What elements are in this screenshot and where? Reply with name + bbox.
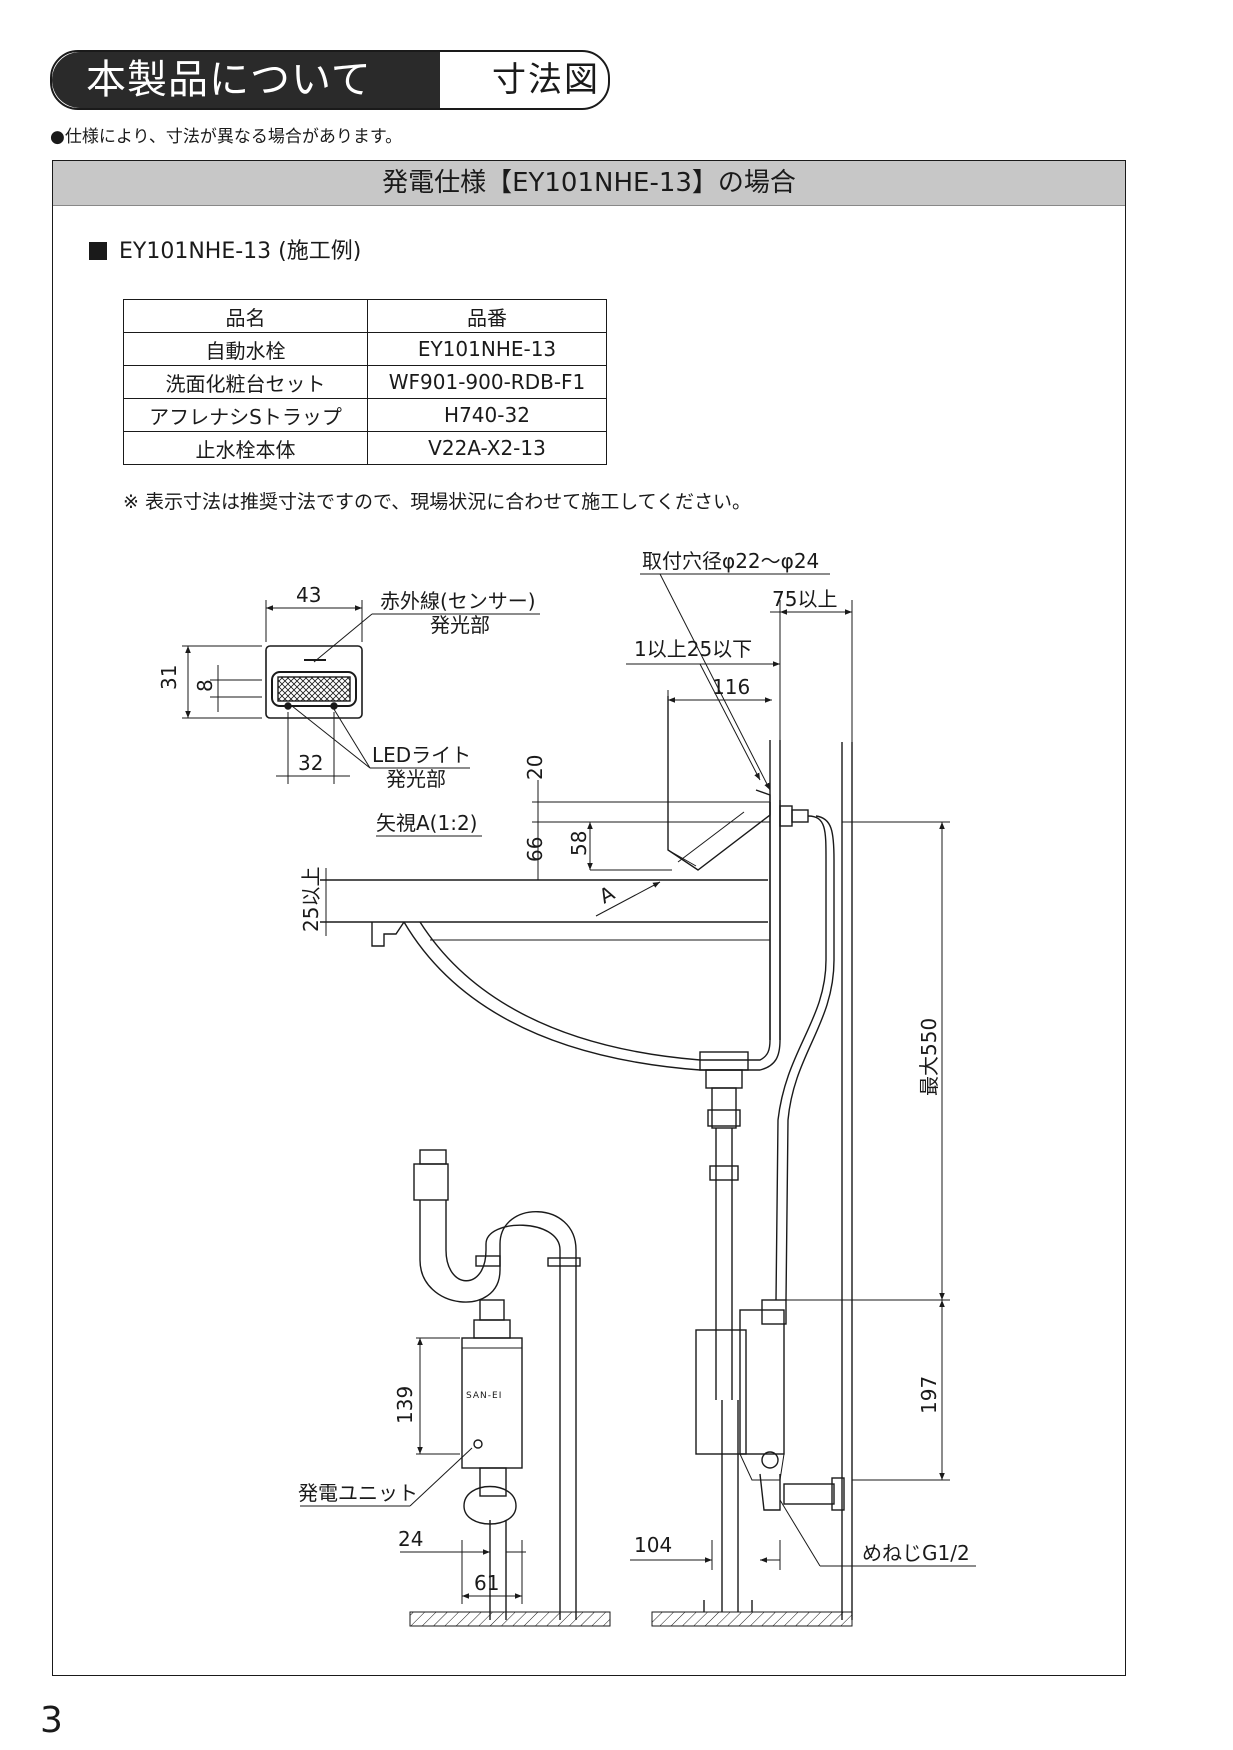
dim-8: 8 [193, 679, 217, 692]
dim-139: 139 [393, 1386, 417, 1424]
header-pill: 本製品について 寸法図 [50, 50, 610, 110]
table-cell: アフレナシSトラップ [123, 398, 368, 432]
dim-58: 58 [567, 831, 591, 856]
parts-table: 品名 品番 自動水栓 EY101NHE-13 洗面化粧台セット WF901-90… [123, 299, 607, 465]
basin-section [320, 696, 853, 1627]
section-title: EY101NHE-13 (施工例) [89, 233, 361, 265]
table-cell: H740-32 [367, 398, 607, 432]
table-row: 止水栓本体 V22A-X2-13 [123, 431, 607, 465]
dim-20: 20 [523, 755, 547, 780]
table-cell: EY101NHE-13 [367, 332, 607, 366]
dim-24: 24 [398, 1527, 423, 1551]
dim-43: 43 [296, 583, 321, 607]
dim-32: 32 [298, 751, 323, 775]
dim-61: 61 [474, 1571, 499, 1595]
label-arrow-a: A [595, 881, 619, 909]
page-title: 本製品について [52, 52, 440, 108]
label-min25: 25以上 [299, 867, 323, 932]
dim-116: 116 [712, 675, 750, 699]
table-cell: 自動水栓 [123, 332, 368, 366]
spec-note: ●仕様により、寸法が異なる場合があります。 [50, 127, 403, 147]
table-header-row: 品名 品番 [123, 299, 607, 333]
dim-31: 31 [157, 665, 181, 690]
dim-104: 104 [634, 1533, 672, 1557]
label-led: LEDライト [372, 743, 471, 767]
frame-title: 発電仕様【EY101NHE-13】の場合 [53, 161, 1125, 206]
label-max550: 最大550 [917, 1018, 941, 1096]
table-header: 品名 [123, 299, 368, 333]
label-sensor-2: 発光部 [430, 613, 490, 637]
table-row: アフレナシSトラップ H740-32 [123, 398, 607, 432]
sensor-front-view [182, 600, 540, 837]
label-hole: 取付穴径φ22〜φ24 [642, 549, 819, 573]
table-row: 洗面化粧台セット WF901-900-RDB-F1 [123, 365, 607, 399]
label-thread: めねじG1/2 [862, 1541, 970, 1565]
dimension-lines [300, 573, 976, 1604]
table-row: 自動水栓 EY101NHE-13 [123, 332, 607, 366]
dim-66: 66 [523, 837, 547, 862]
square-bullet-icon [89, 242, 107, 260]
dim-197: 197 [917, 1376, 941, 1414]
table-cell: 止水栓本体 [123, 431, 368, 465]
drawing-frame: 発電仕様【EY101NHE-13】の場合 EY101NHE-13 (施工例) 品… [52, 160, 1126, 1676]
label-generator: 発電ユニット [298, 1481, 418, 1505]
table-cell: 洗面化粧台セット [123, 365, 368, 399]
table-cell: V22A-X2-13 [367, 431, 607, 465]
remark: ※ 表示寸法は推奨寸法ですので、現場状況に合わせて施工してください。 [123, 491, 752, 513]
page-number: 3 [40, 1700, 63, 1741]
label-sensor: 赤外線(センサー) [380, 589, 536, 613]
label-range: 1以上25以下 [634, 637, 752, 661]
table-header: 品番 [367, 299, 607, 333]
section-title-text: EY101NHE-13 (施工例) [119, 239, 362, 264]
label-view-a: 矢視A(1:2) [376, 811, 477, 835]
label-min75: 75以上 [772, 587, 837, 611]
brand-logo: SAN-EI [466, 1391, 502, 1401]
label-led-2: 発光部 [386, 767, 446, 791]
page-subtitle: 寸法図 [492, 60, 600, 100]
strap-front-view [409, 1149, 611, 1627]
